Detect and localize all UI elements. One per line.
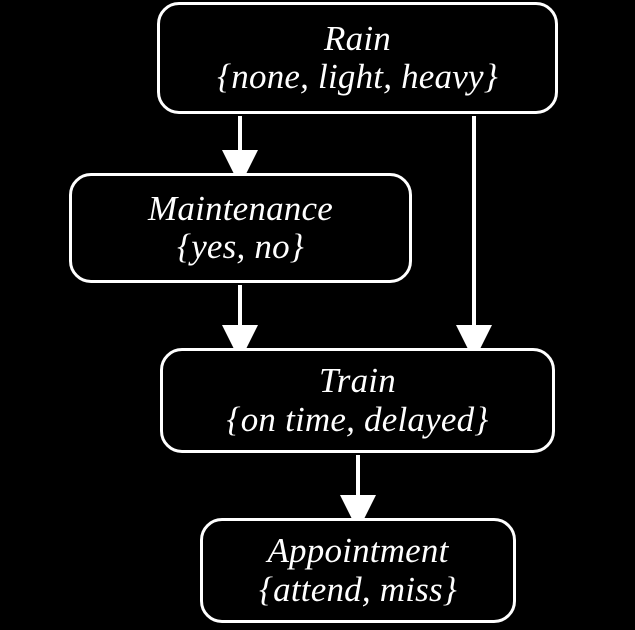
- node-rain-states: {none, light, heavy}: [217, 57, 498, 96]
- node-train-states: {on time, delayed}: [226, 399, 489, 439]
- node-maintenance[interactable]: Maintenance {yes, no}: [69, 173, 412, 283]
- node-train[interactable]: Train {on time, delayed}: [160, 348, 555, 453]
- node-maintenance-states: {yes, no}: [177, 227, 304, 266]
- node-appointment[interactable]: Appointment {attend, miss}: [200, 518, 516, 623]
- node-maintenance-label: Maintenance: [148, 188, 333, 228]
- node-train-label: Train: [319, 361, 396, 401]
- node-appointment-states: {attend, miss}: [258, 569, 458, 609]
- node-rain-label: Rain: [324, 18, 391, 58]
- node-appointment-label: Appointment: [267, 531, 449, 571]
- node-rain[interactable]: Rain {none, light, heavy}: [157, 2, 558, 114]
